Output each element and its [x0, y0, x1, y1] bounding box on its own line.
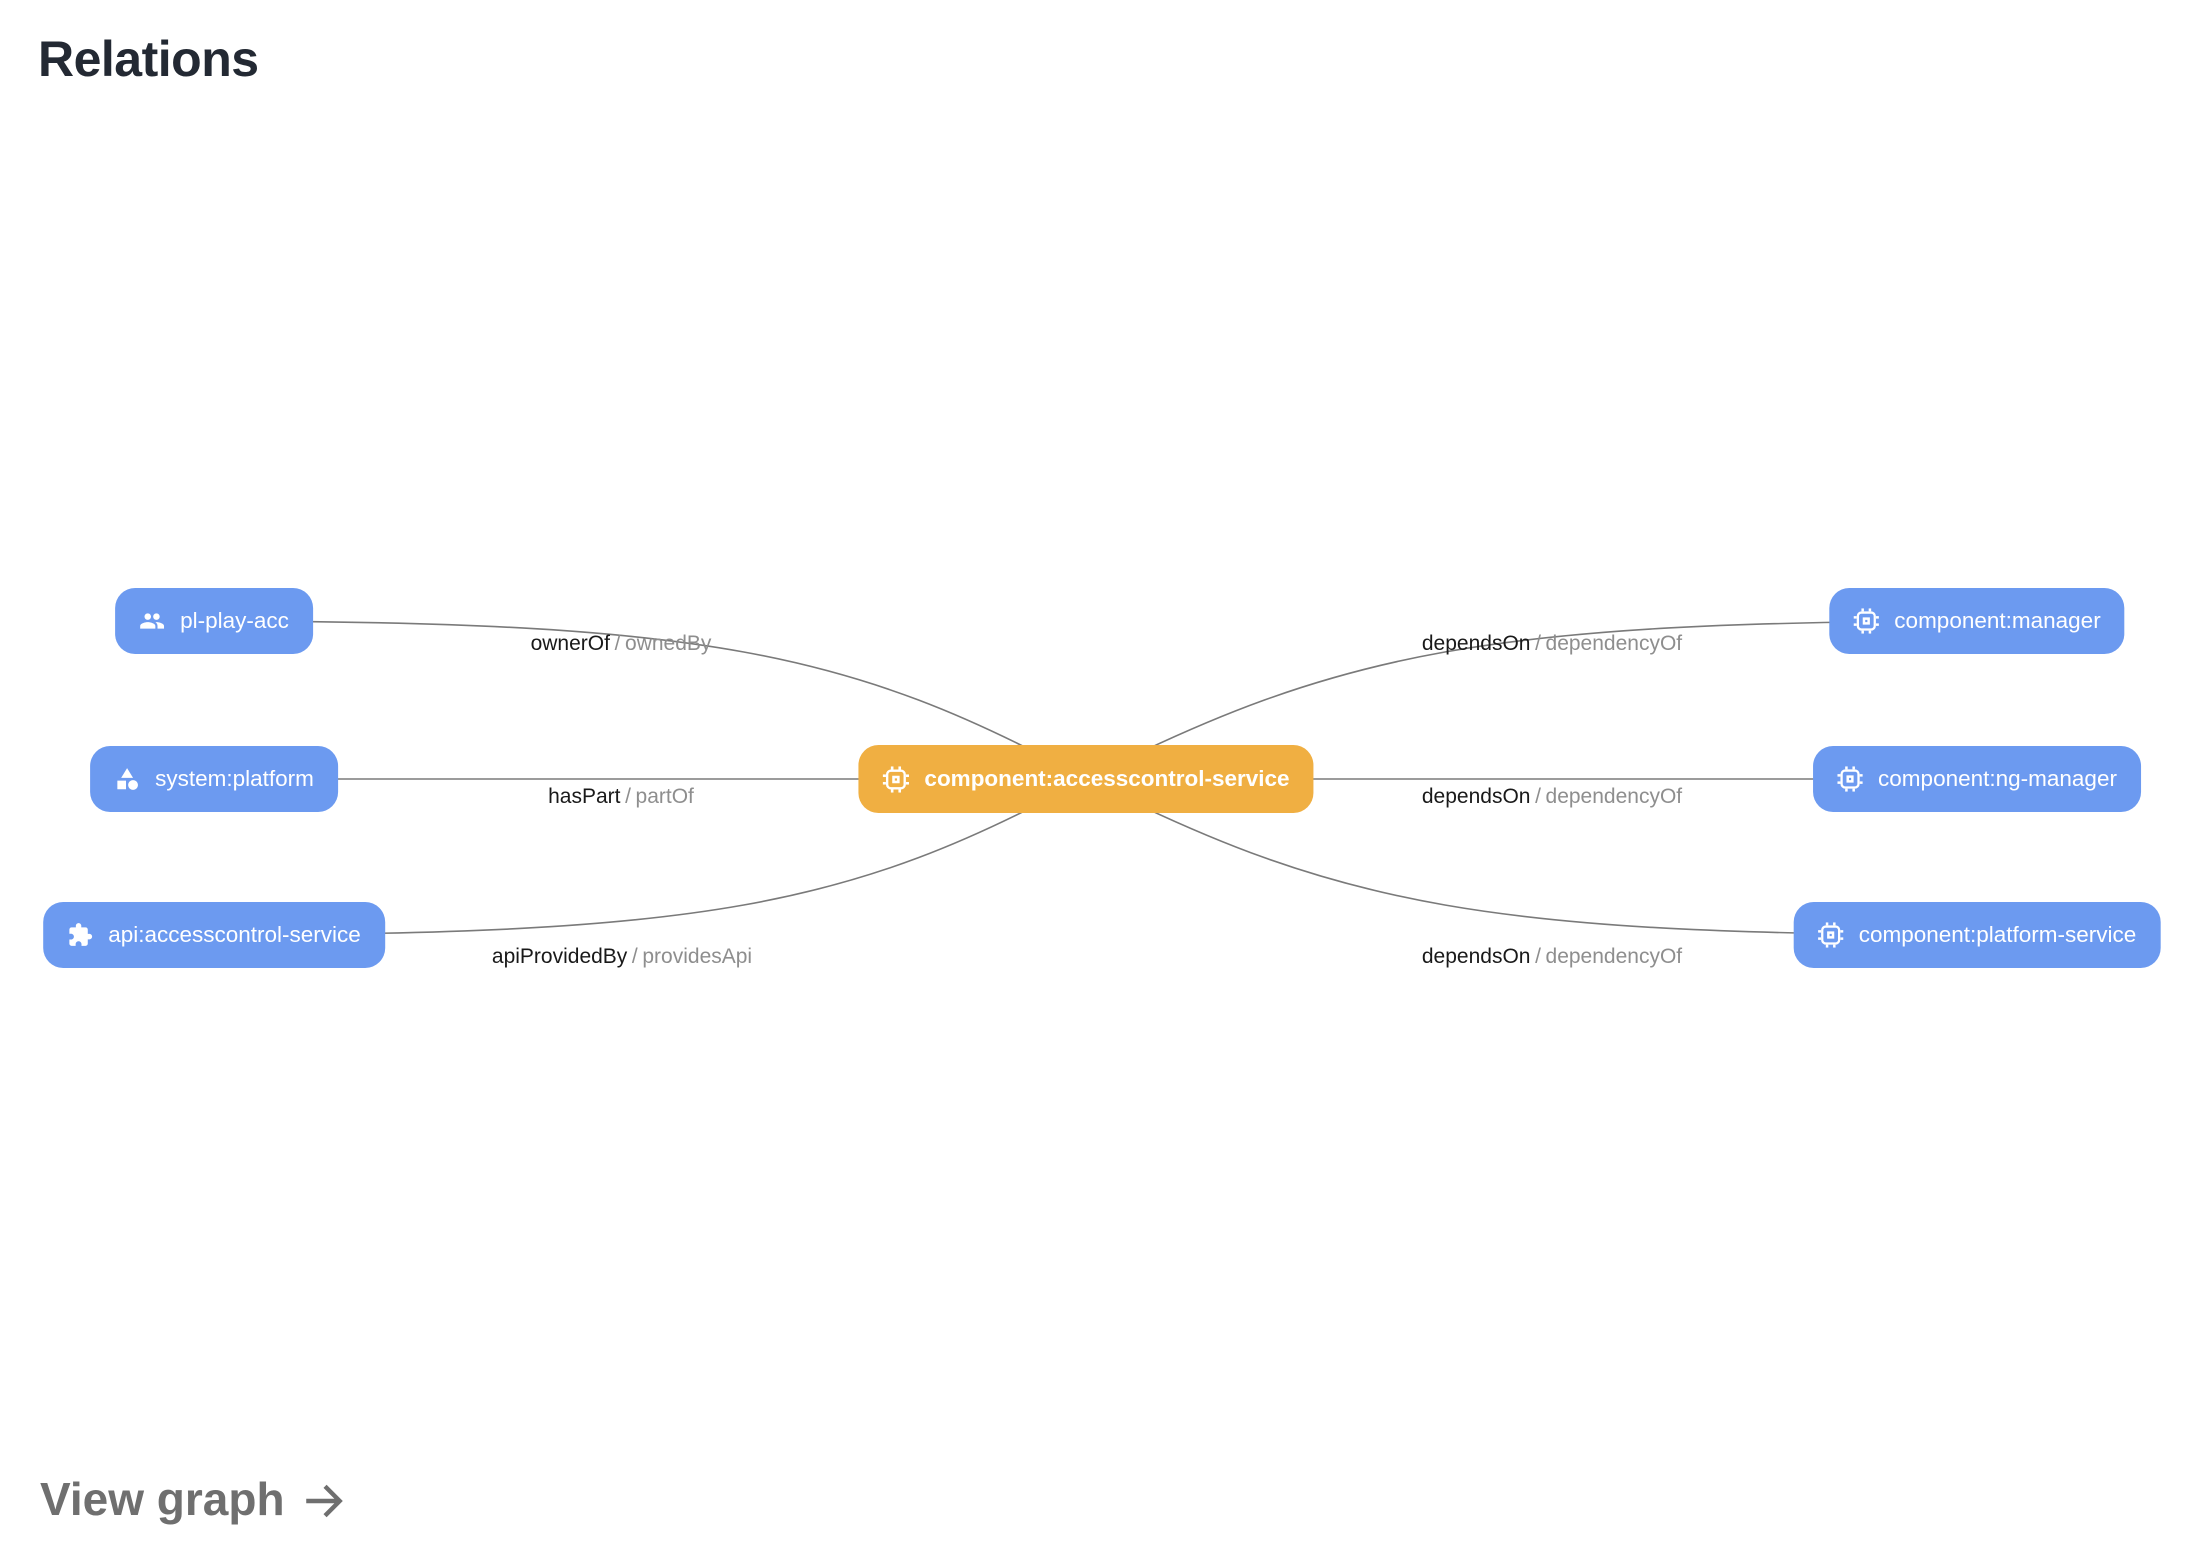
edge-apiprovidedby: [213, 778, 1087, 936]
relation-name: dependsOn: [1421, 785, 1531, 808]
extension-icon: [69, 923, 93, 946]
entity-node-label: component:ng-manager: [1878, 766, 2117, 791]
relation-separator: /: [1535, 785, 1541, 808]
entity-node-component-ng-manager[interactable]: component:ng-manager: [1813, 746, 2141, 812]
inverse-relation-name: ownedBy: [625, 632, 712, 655]
edge-label-haspart: hasPart/partOf: [548, 785, 694, 809]
edge-dependson-3: [1085, 778, 1978, 936]
relation-separator: /: [1535, 945, 1541, 968]
entity-node-component-accesscontrol-service[interactable]: component:accesscontrol-service: [858, 745, 1314, 813]
relation-separator: /: [614, 632, 621, 655]
edge-label-dependson-2: dependsOn/dependencyOf: [1422, 785, 1682, 809]
memory-icon: [882, 765, 909, 793]
relation-name: apiProvidedBy: [491, 945, 628, 968]
relation-name: dependsOn: [1421, 632, 1531, 655]
entity-node-label: component:platform-service: [1858, 922, 2137, 947]
entity-node-component-platform-service[interactable]: component:platform-service: [1793, 902, 2161, 968]
entity-node-label: pl-play-acc: [180, 608, 289, 633]
edge-label-dependson-1: dependsOn/dependencyOf: [1422, 632, 1682, 656]
entity-node-label: system:platform: [155, 766, 314, 791]
page-title: Relations: [38, 31, 259, 87]
category-icon: [117, 768, 138, 790]
edge-label-ownerof: ownerOf/ownedBy: [531, 632, 712, 656]
entity-node-pl-play-acc[interactable]: pl-play-acc: [115, 588, 313, 654]
relation-separator: /: [625, 785, 631, 808]
entity-node-label: api:accesscontrol-service: [108, 922, 361, 947]
inverse-relation-name: providesApi: [642, 945, 753, 968]
relation-separator: /: [631, 945, 638, 968]
entity-node-system-platform[interactable]: system:platform: [90, 746, 338, 812]
memory-icon: [1853, 608, 1879, 634]
inverse-relation-name: dependencyOf: [1545, 785, 1683, 808]
entity-node-label: component:manager: [1894, 608, 2101, 633]
relation-name: ownerOf: [530, 632, 610, 655]
edge-label-dependson-3: dependsOn/dependencyOf: [1422, 945, 1682, 969]
edge-label-apiprovidedby: apiProvidedBy/providesApi: [492, 945, 752, 969]
entity-node-component-manager[interactable]: component:manager: [1829, 588, 2125, 654]
memory-icon: [1818, 922, 1844, 948]
entity-node-api-accesscontrol-service[interactable]: api:accesscontrol-service: [43, 902, 385, 968]
inverse-relation-name: partOf: [635, 785, 694, 808]
inverse-relation-name: dependencyOf: [1545, 945, 1683, 968]
inverse-relation-name: dependencyOf: [1545, 632, 1683, 655]
view-graph-label: View graph: [40, 1473, 285, 1525]
edge-dependson-1: [1085, 620, 1978, 780]
group-icon: [140, 613, 165, 629]
arrow-right-icon: [305, 1484, 343, 1518]
entity-node-label: component:accesscontrol-service: [924, 766, 1290, 791]
edge-ownerof: [213, 620, 1087, 780]
relation-name: hasPart: [548, 785, 621, 808]
relation-separator: /: [1535, 632, 1541, 655]
view-graph-link[interactable]: View graph: [40, 1472, 347, 1526]
relation-name: dependsOn: [1421, 945, 1531, 968]
memory-icon: [1837, 766, 1863, 792]
